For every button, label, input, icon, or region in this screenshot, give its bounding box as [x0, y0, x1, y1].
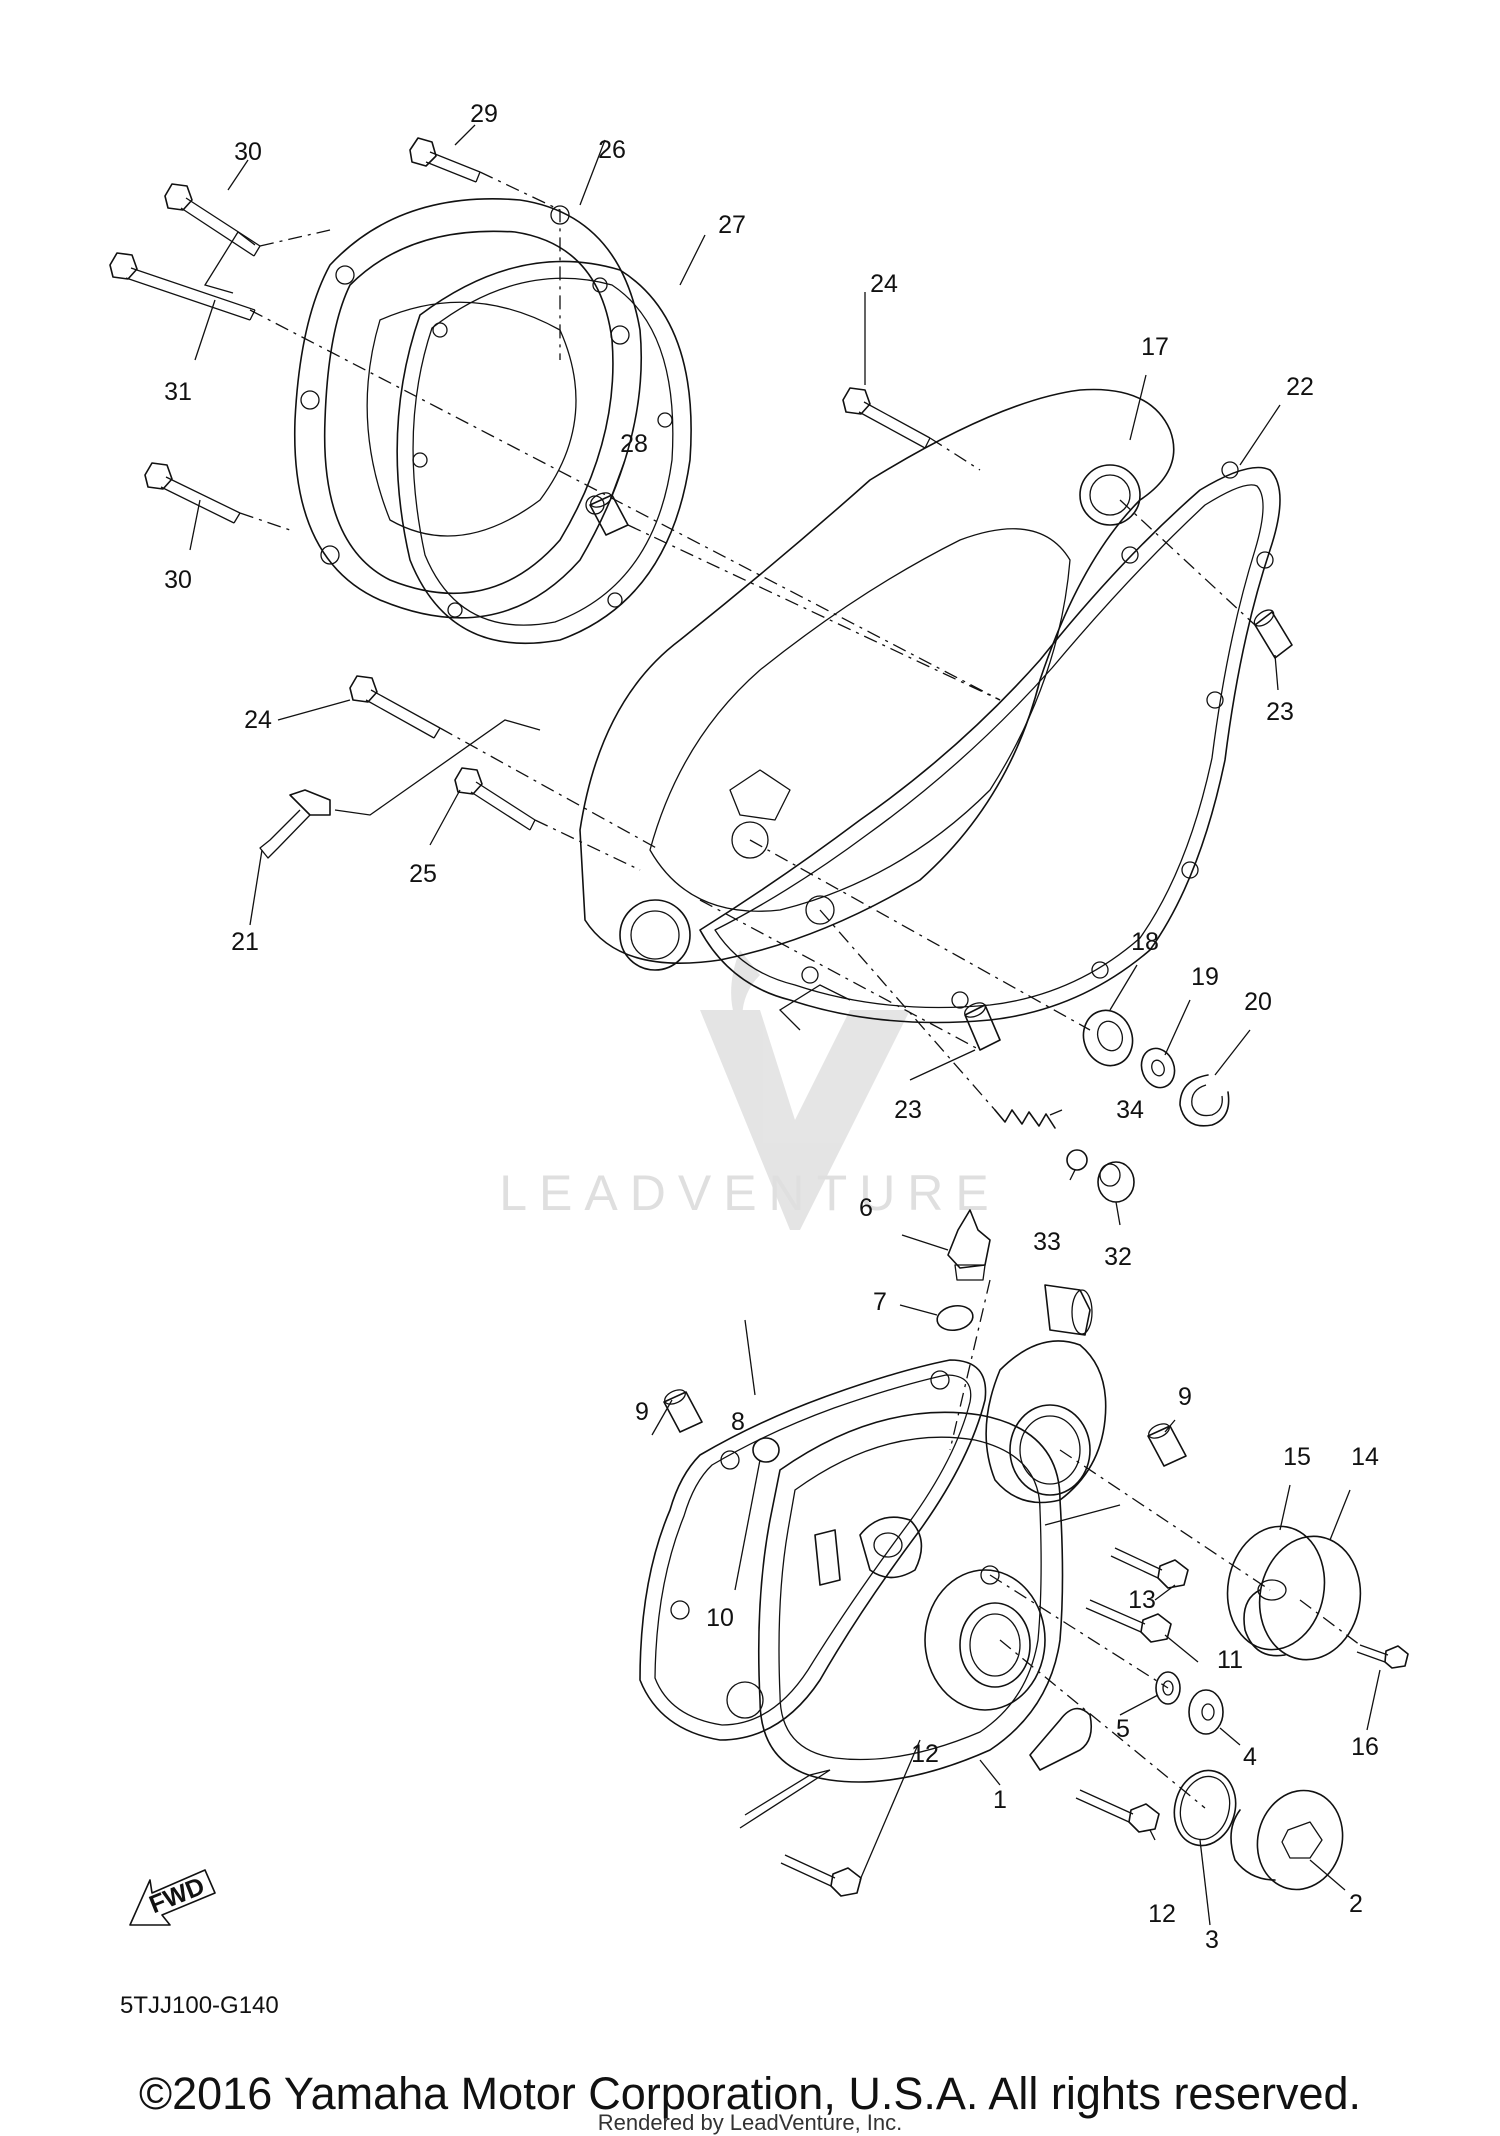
- cap-2: [1230, 1789, 1344, 1891]
- bolt-30-lower: [144, 462, 241, 524]
- o-ring-15: [1226, 1525, 1326, 1651]
- dowel-28: [589, 492, 629, 536]
- label-32: 32: [1104, 1243, 1132, 1271]
- bolt-12-left: [780, 1854, 862, 1897]
- label-27: 27: [718, 211, 746, 239]
- dowel-9-right: [1147, 1423, 1187, 1467]
- label-3: 3: [1205, 1926, 1219, 1954]
- plug-4: [1188, 1689, 1224, 1735]
- label-11: 11: [1217, 1646, 1243, 1674]
- label-20: 20: [1244, 988, 1272, 1016]
- bolt-16: [1356, 1644, 1409, 1669]
- plug-32: [1097, 1161, 1135, 1203]
- alignment-lines: [239, 171, 1361, 1809]
- label-16: 16: [1351, 1733, 1379, 1761]
- dowel-9-left: [663, 1389, 703, 1433]
- label-9-right: 9: [1178, 1383, 1192, 1411]
- clutch-cover-gasket-27: [396, 260, 692, 645]
- water-pump-housing: [985, 1284, 1107, 1504]
- label-5: 5: [1116, 1715, 1130, 1743]
- bolt-24-upper: [842, 387, 931, 449]
- label-9-left: 9: [635, 1398, 649, 1426]
- copyright-notice: ©2016 Yamaha Motor Corporation, U.S.A. A…: [138, 2068, 1362, 2119]
- crankcase-cover-gasket-22: [699, 461, 1281, 1024]
- crankcase-cover-17: [579, 388, 1175, 971]
- label-29: 29: [470, 100, 498, 128]
- label-15: 15: [1283, 1443, 1311, 1471]
- watermark-logo: LEADVENTURE: [499, 950, 1001, 1230]
- label-10: 10: [706, 1604, 734, 1632]
- dowel-23-upper: [1253, 609, 1293, 659]
- cover-14: [1243, 1535, 1362, 1661]
- label-23-upper: 23: [1266, 698, 1294, 726]
- label-23-lower: 23: [894, 1096, 922, 1124]
- bracket-lines: [203, 231, 1121, 1829]
- label-22: 22: [1286, 373, 1314, 401]
- bolt-29: [409, 137, 481, 183]
- bolt-30-upper: [164, 183, 261, 257]
- label-30-lower: 30: [164, 566, 192, 594]
- crankcase-cover-1: [757, 1411, 1093, 1783]
- o-ring-3: [1173, 1769, 1237, 1847]
- bolt-25: [454, 767, 536, 831]
- label-14: 14: [1351, 1443, 1379, 1471]
- label-21: 21: [231, 928, 259, 956]
- washer-5: [1155, 1671, 1181, 1705]
- fwd-label: FWD: [145, 1872, 208, 1919]
- label-7: 7: [873, 1288, 887, 1316]
- bolt-31: [109, 252, 256, 321]
- label-2: 2: [1349, 1890, 1363, 1918]
- rendered-by-notice: Rendered by LeadVenture, Inc.: [597, 2110, 903, 2135]
- label-4: 4: [1243, 1743, 1257, 1771]
- label-1: 1: [993, 1786, 1007, 1814]
- circlip-20: [1179, 1074, 1230, 1127]
- part-number-labels: 1 2 3 4 5 6 7 8 9 9 10 11 12 12 13 14 15…: [164, 100, 1379, 1954]
- label-12-left: 12: [911, 1740, 939, 1768]
- label-12-right: 12: [1148, 1900, 1176, 1928]
- bolt-13: [1110, 1547, 1189, 1589]
- oil-seal-18: [1082, 1009, 1134, 1067]
- label-18: 18: [1131, 928, 1159, 956]
- fitting-21: [259, 789, 331, 859]
- label-28: 28: [620, 430, 648, 458]
- label-34: 34: [1116, 1096, 1144, 1124]
- label-26: 26: [598, 136, 626, 164]
- leader-lines: [189, 124, 1381, 1926]
- clutch-cover-26: [293, 198, 643, 619]
- bolt-11: [1085, 1599, 1172, 1643]
- spring-34: [994, 1109, 1056, 1129]
- label-31: 31: [164, 378, 192, 406]
- label-13: 13: [1128, 1586, 1156, 1614]
- ball-33: [1066, 1149, 1088, 1171]
- filler-cap-6: [947, 1209, 991, 1281]
- label-24-lower: 24: [244, 706, 272, 734]
- fwd-arrow-icon: FWD: [129, 1869, 216, 1926]
- label-30-upper: 30: [234, 138, 262, 166]
- bolt-24-lower: [349, 675, 441, 739]
- washer-19: [1140, 1047, 1176, 1089]
- label-33: 33: [1033, 1228, 1061, 1256]
- diagram-code: 5TJJ100-G140: [120, 1992, 279, 2019]
- label-19: 19: [1191, 963, 1219, 991]
- watermark-text: LEADVENTURE: [499, 1165, 1001, 1221]
- cover-gasket-8: [639, 1359, 987, 1741]
- o-ring-7: [936, 1304, 974, 1332]
- bolt-12-right: [1075, 1789, 1160, 1833]
- o-ring-10: [752, 1437, 780, 1463]
- label-17: 17: [1141, 333, 1169, 361]
- label-6: 6: [859, 1194, 873, 1222]
- label-8: 8: [731, 1408, 745, 1436]
- dowel-23-lower: [964, 1002, 1001, 1051]
- label-24-upper: 24: [870, 270, 898, 298]
- label-25: 25: [409, 860, 437, 888]
